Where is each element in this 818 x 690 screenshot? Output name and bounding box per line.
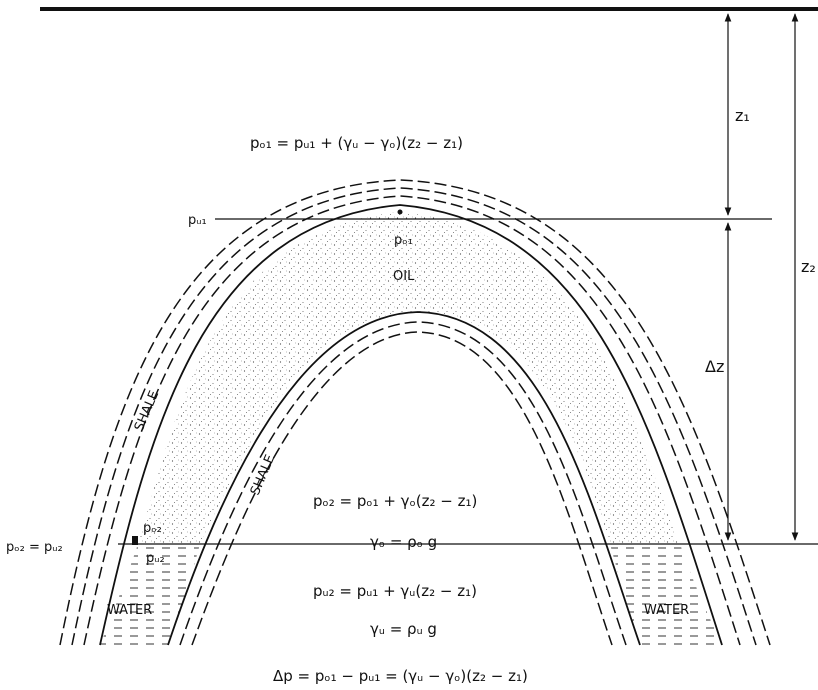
p-w2-label: pᵤ₂ [146,551,165,566]
shale-inner-label: SHALE [248,453,278,498]
p-o2-equals-p-w2-label: pₒ₂ = pᵤ₂ [6,540,63,555]
z2-label: z₂ [801,257,816,276]
top-equation: pₒ₁ = pᵤ₁ + (γᵤ − γₒ)(z₂ − z₁) [250,134,463,152]
water-left-label: WATER [107,603,152,618]
delta-z-label: Δz [705,357,724,376]
po1-marker [398,210,403,215]
water-right-label: WATER [644,603,689,618]
equation-gamma-w: γᵤ = ρᵤ g [370,620,437,638]
equation-pw2: pᵤ₂ = pᵤ₁ + γᵤ(z₂ − z₁) [313,582,477,600]
equation-gamma-o: γₒ = ρₒ g [370,533,437,551]
p-o2-label: pₒ₂ [143,521,162,536]
oil-label: OIL [393,269,415,284]
z1-label: z₁ [735,106,750,125]
p-w1-label: pᵤ₁ [188,213,207,228]
equation-delta-p: Δp = pₒ₁ − pᵤ₁ = (γᵤ − γₒ)(z₂ − z₁) [273,667,528,685]
po2-marker [132,536,138,545]
equation-po2: pₒ₂ = pₒ₁ + γₒ(z₂ − z₁) [313,492,477,510]
p-o1-label: pₒ₁ [394,233,413,248]
